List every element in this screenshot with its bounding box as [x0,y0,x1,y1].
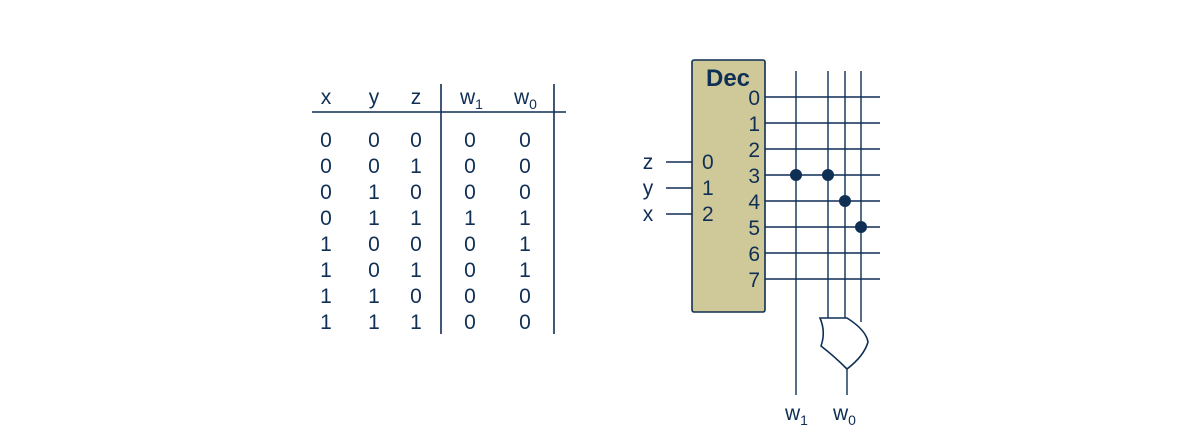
truth-table-cell: 1 [519,233,531,256]
truth-table-cell: 0 [519,155,531,178]
truth-table-header: x y z w1 w0 [321,86,537,112]
truth-table-cell: 1 [320,285,332,308]
truth-table-cell: 1 [410,259,422,282]
decoder-output-index: 7 [748,269,760,292]
truth-table-cell: 0 [320,155,332,178]
truth-table-cell: 0 [464,285,476,308]
truth-table-cell: 0 [410,181,422,204]
truth-table-cell: 1 [368,285,380,308]
decoder-input-index: 1 [702,177,714,200]
truth-table-cell: 1 [410,207,422,230]
header-y: y [369,86,380,109]
connection-dot-or-row4 [839,195,851,207]
truth-table-cell: 1 [320,233,332,256]
truth-table-cell: 0 [320,181,332,204]
connection-dot-or-row3 [822,169,834,181]
decoder-output-index: 4 [748,191,760,214]
truth-table-cell: 0 [368,233,380,256]
decoder-inputs: z 0 y 1 x 2 [643,151,714,226]
truth-table-cell: 0 [464,233,476,256]
truth-table-cell: 1 [368,207,380,230]
output-label-w1: w1 [784,402,808,428]
truth-table-body: 0 0 0 0 0 0 0 1 0 0 0 1 0 0 0 0 1 1 1 1 1 0 0 0 1 1 0 1 0 1 1 1 0 0 0 1 1 1 0 0 [320,129,531,334]
truth-table-cell: 1 [320,311,332,334]
decoder-input-signal: x [643,203,654,226]
truth-table-cell: 0 [410,285,422,308]
truth-table-cell: 0 [320,129,332,152]
decoder-box [691,59,766,313]
truth-table-cell: 0 [410,129,422,152]
truth-table-cell: 1 [519,259,531,282]
truth-table-cell: 0 [464,129,476,152]
truth-table-cell: 1 [464,207,476,230]
truth-table-cell: 1 [320,259,332,282]
decoder-output-index: 3 [748,165,760,188]
decoder-output-index: 0 [748,87,760,110]
truth-table-cell: 1 [519,207,531,230]
or-gate [818,317,869,371]
truth-table-cell: 0 [464,259,476,282]
decoder-output-index: 6 [748,243,760,266]
truth-table-cell: 0 [464,181,476,204]
truth-table: x y z w1 w0 0 0 0 0 0 0 0 1 0 0 0 1 0 0 0 0 1 1 1 1 1 0 0 0 1 1 0 1… [312,84,566,334]
decoder-output-lines [765,96,880,280]
truth-table-cell: 0 [368,129,380,152]
decoder-output-index: 1 [748,113,760,136]
decoder-title: Dec [706,65,750,92]
truth-table-cell: 1 [410,311,422,334]
decoder-output-index: 2 [748,139,760,162]
connection-dot-w1-row3 [790,169,802,181]
truth-table-cell: 0 [464,155,476,178]
truth-table-cell: 1 [368,181,380,204]
decoder-output-index: 5 [748,217,760,240]
decoder-output-labels: 0 1 2 3 4 5 6 7 [748,87,760,292]
header-w1: w1 [459,86,483,112]
decoder-input-signal: z [643,151,654,174]
decoder-circuit: Dec 0 1 2 3 4 5 6 7 z 0 y 1 x 2 w1 w0 [643,59,880,428]
header-w0: w0 [513,86,537,112]
truth-table-cell: 0 [519,311,531,334]
decoder-input-index: 0 [702,151,714,174]
truth-table-cell: 0 [519,129,531,152]
truth-table-cell: 0 [368,259,380,282]
connection-dot-or-row5 [855,221,867,233]
truth-table-cell: 0 [464,311,476,334]
decoder-input-index: 2 [702,203,714,226]
header-z: z [411,86,422,109]
truth-table-cell: 0 [320,207,332,230]
decoder-input-signal: y [643,177,654,200]
truth-table-cell: 1 [368,311,380,334]
header-x: x [321,86,332,109]
truth-table-cell: 0 [519,285,531,308]
output-label-w0: w0 [832,402,856,428]
truth-table-cell: 0 [519,181,531,204]
truth-table-cell: 0 [368,155,380,178]
truth-table-cell: 0 [410,233,422,256]
truth-table-cell: 1 [410,155,422,178]
